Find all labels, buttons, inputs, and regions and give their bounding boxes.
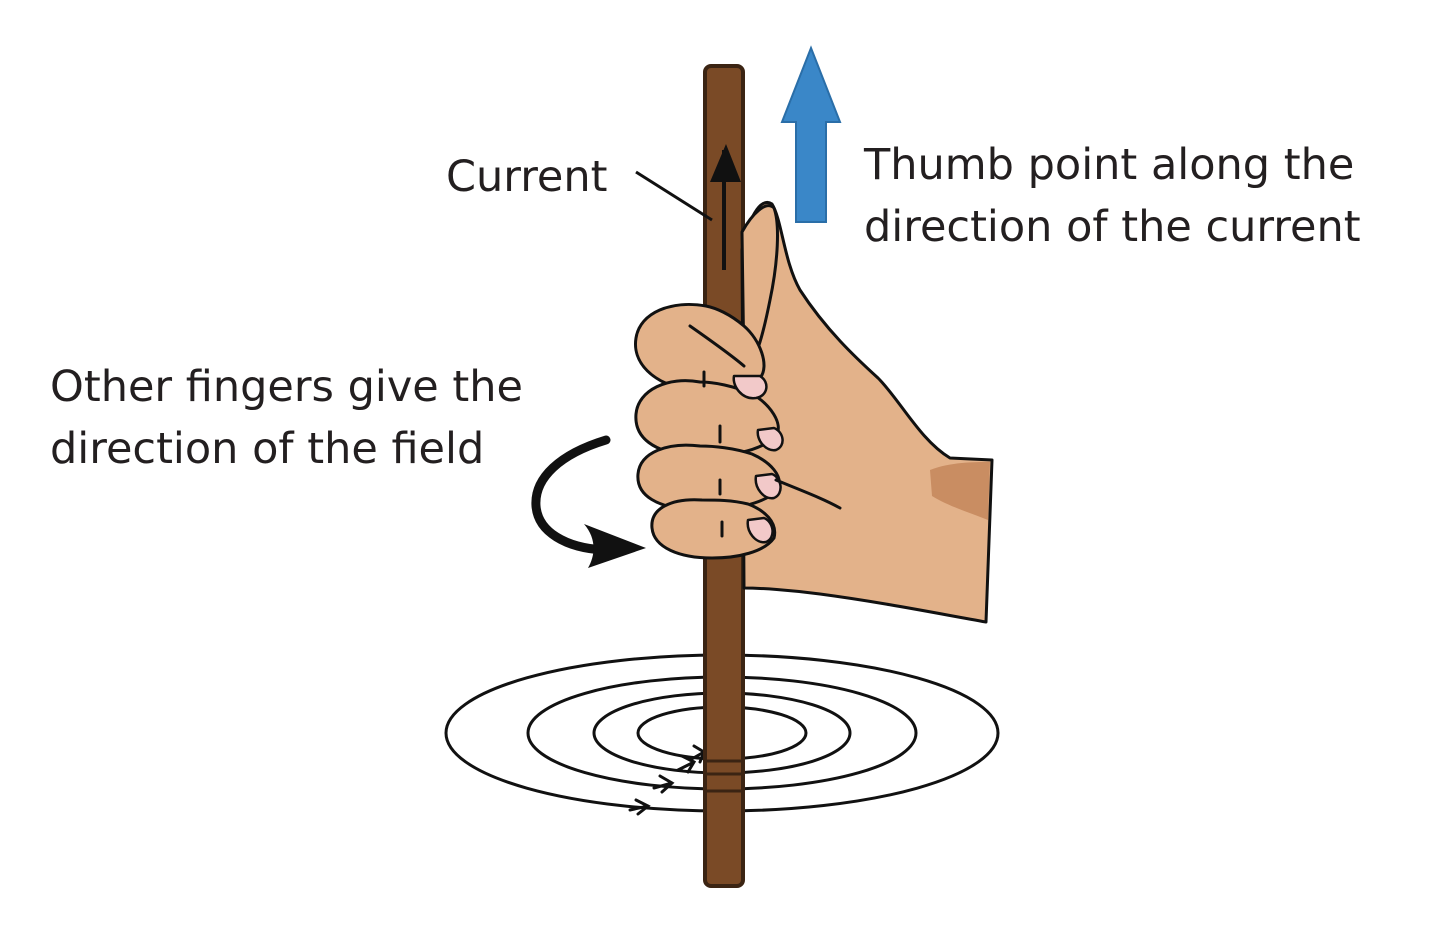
nail-index (732, 374, 768, 400)
thumb-label-line-2: direction of the current (864, 202, 1361, 252)
knuckle-lines (688, 324, 842, 538)
rotation-arrow-icon (531, 435, 646, 568)
fingernails (732, 374, 784, 544)
current-leader-line (635, 170, 713, 222)
thumb-label: Thumb point along the direction of the c… (864, 134, 1361, 258)
nail-middle (756, 426, 784, 452)
wrist-shadow (930, 462, 990, 520)
right-hand (634, 201, 994, 624)
thumb-direction-arrow-icon (780, 45, 842, 223)
palm (740, 201, 994, 624)
nail-little (746, 516, 774, 544)
current-arrow-icon (710, 144, 741, 182)
fingers-label-line-2: direction of the field (50, 424, 485, 474)
field-arrow-icon (628, 798, 651, 816)
current-label: Current (446, 146, 608, 208)
finger-little (650, 498, 777, 560)
thumb-label-line-1: Thumb point along the (864, 140, 1355, 190)
field-arrow-icon (676, 754, 697, 774)
fingers-label: Other fingers give the direction of the … (50, 356, 523, 480)
field-arrow-icon (688, 744, 706, 764)
nail-ring (754, 472, 782, 500)
current-label-text: Current (446, 152, 608, 202)
field-front-segments (705, 759, 743, 793)
field-arrow-icon (652, 774, 675, 794)
fingers-label-line-1: Other fingers give the (50, 362, 523, 412)
